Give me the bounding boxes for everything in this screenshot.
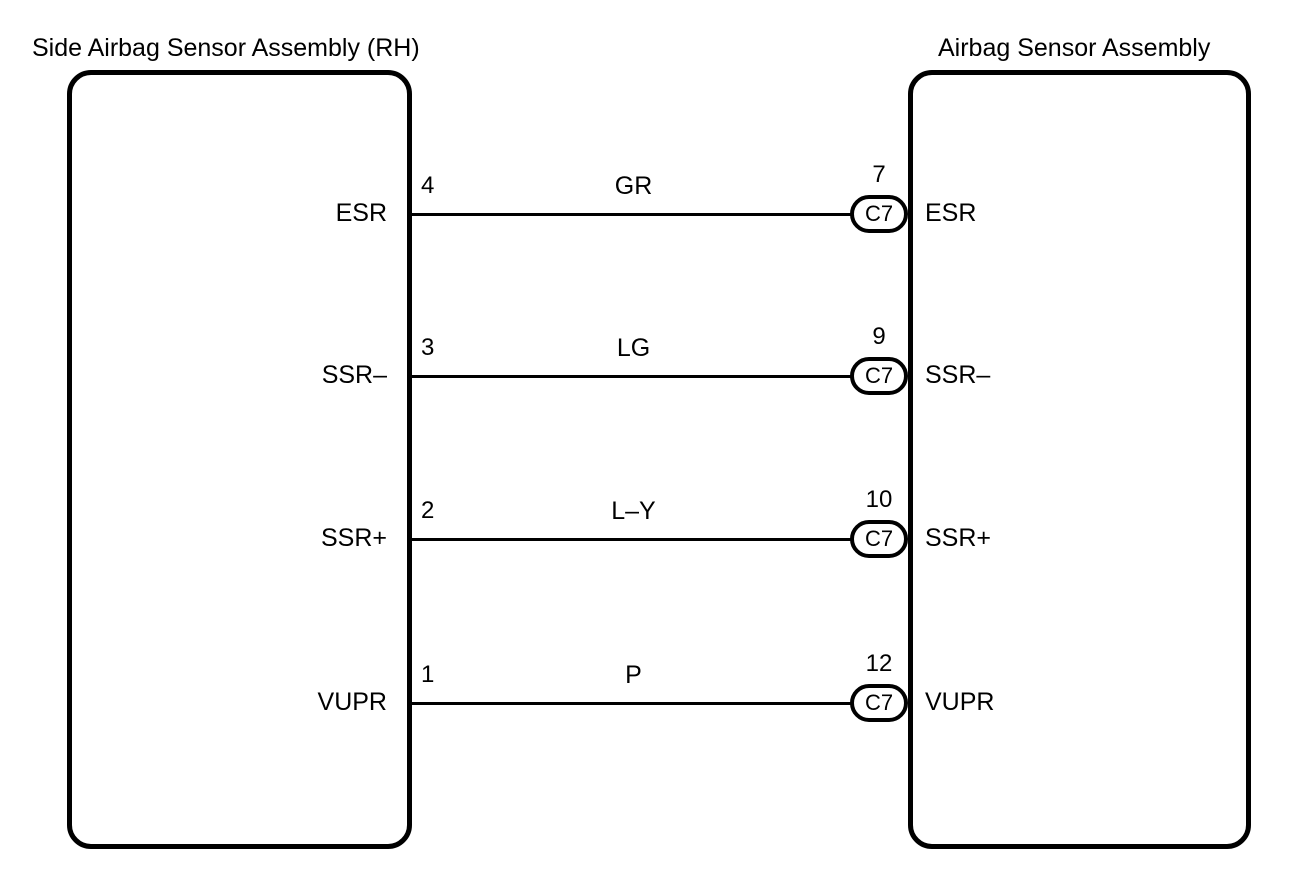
wire-line [412, 538, 855, 541]
connector-oval: C7 [850, 684, 908, 722]
right-terminal-label: ESR [925, 199, 977, 227]
right-pin-number: 12 [865, 650, 893, 677]
wire-color-code: L–Y [611, 497, 656, 525]
left-pin-number: 2 [421, 497, 435, 524]
left-pin-number: 4 [421, 172, 435, 199]
connector-id-label: C7 [864, 690, 894, 715]
right-pin-number: 7 [872, 161, 886, 188]
right-pin-number: 10 [865, 486, 893, 513]
wire-line [412, 213, 855, 216]
wire-color-code: LG [616, 334, 651, 362]
wire-line [412, 375, 855, 378]
wire-color-code: P [625, 661, 642, 689]
wire-line [412, 702, 855, 705]
left-terminal-label: SSR+ [320, 524, 387, 552]
connector-oval: C7 [850, 520, 908, 558]
right-pin-number: 9 [872, 323, 886, 350]
connector-oval: C7 [850, 357, 908, 395]
left-pin-number: 3 [421, 334, 435, 361]
right-component-box [908, 70, 1251, 849]
right-terminal-label: VUPR [925, 688, 995, 716]
left-terminal-label: SSR– [321, 361, 387, 389]
left-component-title: Side Airbag Sensor Assembly (RH) [32, 34, 420, 62]
connector-id-label: C7 [864, 201, 894, 226]
connector-id-label: C7 [864, 363, 894, 388]
right-terminal-label: SSR+ [925, 524, 992, 552]
left-pin-number: 1 [421, 661, 435, 688]
right-terminal-label: SSR– [925, 361, 991, 389]
right-component-title: Airbag Sensor Assembly [938, 34, 1211, 62]
left-terminal-label: VUPR [317, 688, 387, 716]
left-component-box [67, 70, 412, 849]
wire-color-code: GR [614, 172, 653, 200]
connector-oval: C7 [850, 195, 908, 233]
left-terminal-label: ESR [335, 199, 387, 227]
connector-id-label: C7 [864, 526, 894, 551]
